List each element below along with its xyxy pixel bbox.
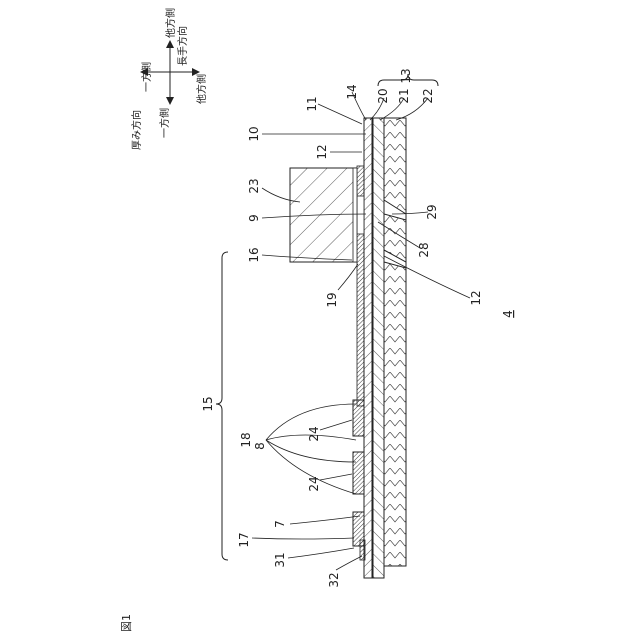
- label-longitudinal: 長手方向: [176, 26, 189, 66]
- label-other-side-lower: 他方側: [195, 74, 208, 104]
- ref-29: 29: [425, 204, 439, 219]
- ref-28: 28: [417, 242, 431, 257]
- ref-18: 18: [239, 432, 253, 447]
- gap-9: [357, 196, 364, 234]
- pad-24-upper: [353, 400, 364, 436]
- layer-21: [372, 118, 384, 578]
- ref-7: 7: [273, 520, 287, 528]
- ref-19: 19: [325, 292, 339, 307]
- ref-24-lower: 24: [307, 476, 321, 491]
- ref-22: 22: [421, 88, 435, 103]
- brace-15: [216, 252, 228, 560]
- orientation-labels: 他方側 長手方向 他方側 一方側 厚み方向 一方側: [130, 8, 208, 150]
- ref-12-lower: 12: [469, 290, 483, 305]
- ref-21: 21: [397, 88, 411, 103]
- ref-24-upper: 24: [307, 426, 321, 441]
- ref-10: 10: [247, 126, 261, 141]
- ref-14: 14: [345, 84, 359, 99]
- ref-23: 23: [247, 178, 261, 193]
- label-other-side-upper: 他方側: [164, 8, 177, 38]
- layer-22: [384, 118, 406, 566]
- label-one-side-lower: 一方側: [158, 108, 171, 138]
- ref-20: 20: [376, 88, 390, 103]
- ref-12-upper: 12: [315, 144, 329, 159]
- ref-13: 13: [399, 68, 413, 83]
- ref-9: 9: [247, 214, 261, 222]
- block-23-inner: [353, 168, 357, 262]
- pad-24-lower: [353, 452, 364, 494]
- ref-31: 31: [273, 552, 287, 567]
- layer-20: [364, 118, 373, 578]
- ref-15: 15: [201, 396, 215, 411]
- ref-16: 16: [247, 247, 261, 262]
- ref-8: 8: [253, 442, 267, 450]
- label-one-side-upper: 一方側: [140, 62, 153, 92]
- ref-11: 11: [305, 96, 319, 111]
- ref-32: 32: [327, 572, 341, 587]
- ref-figure-4: 4: [501, 310, 515, 318]
- ref-17: 17: [237, 532, 251, 547]
- figure-title: 図1: [120, 614, 133, 632]
- label-thickness: 厚み方向: [130, 110, 143, 150]
